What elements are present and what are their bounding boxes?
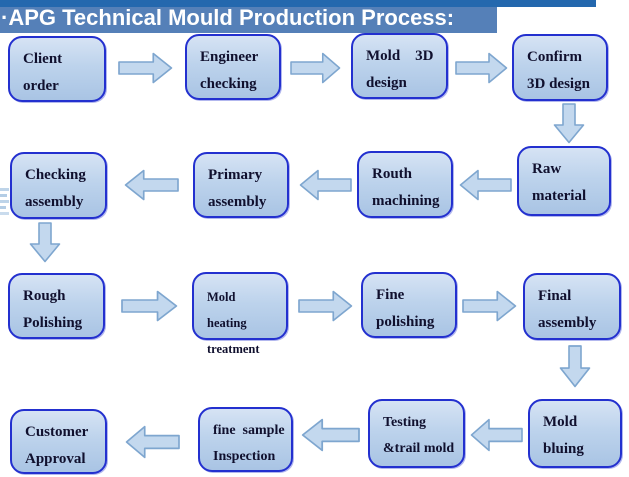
flow-node-confirm-3d-design: Confirm 3D design (512, 34, 608, 101)
watermark-fragment-icon (0, 188, 9, 215)
flow-node-routh-machining: Routh machining (357, 151, 453, 218)
right-arrow-icon (121, 290, 178, 322)
node-label: Primary assembly (208, 167, 267, 210)
right-arrow-icon (290, 52, 341, 84)
node-label: Client order (23, 51, 63, 94)
node-label: Mold 3D design (366, 48, 434, 91)
title-highlight-band (0, 7, 497, 33)
flow-node-mold-bluing: Mold bluing (528, 399, 622, 468)
flow-node-primary-assembly: Primary assembly (193, 152, 289, 218)
flow-node-testing-trail-mold: Testing &trail mold (368, 399, 465, 468)
node-label: fine sample Inspection (213, 423, 285, 464)
left-arrow-icon (459, 169, 512, 201)
left-arrow-icon (301, 418, 360, 452)
node-label: Rough Polishing (23, 288, 83, 331)
down-arrow-icon (29, 222, 61, 263)
flow-node-client-order: Client order (8, 36, 106, 102)
left-arrow-icon (125, 425, 180, 459)
right-arrow-icon (298, 290, 353, 322)
node-label: Checking assembly (25, 167, 86, 210)
node-label: Raw material (532, 161, 587, 204)
left-arrow-icon (124, 169, 179, 201)
left-arrow-icon (299, 169, 352, 201)
flow-node-customer-approval: Customer Approval (10, 409, 107, 474)
right-arrow-icon (455, 52, 508, 84)
node-label: Engineer checking (200, 49, 259, 92)
node-label: Confirm 3D design (527, 49, 590, 92)
down-arrow-icon (559, 345, 591, 388)
right-arrow-icon (118, 52, 173, 84)
right-arrow-icon (462, 290, 517, 322)
flow-node-raw-material: Raw material (517, 146, 611, 216)
flow-node-checking-assembly: Checking assembly (10, 152, 107, 219)
flow-node-mold-heating-treatment: Mold heating treatment (192, 272, 288, 356)
flow-node-engineer-checking: Engineer checking (185, 34, 281, 100)
title-top-strip (0, 0, 596, 7)
left-arrow-icon (470, 418, 523, 452)
page-title: ·APG Technical Mould Production Process: (1, 5, 455, 30)
down-arrow-icon (553, 103, 585, 144)
node-label: Routh machining (372, 166, 440, 209)
flow-node-final-assembly: Final assembly (523, 273, 621, 340)
node-label: Fine polishing (376, 287, 435, 330)
flow-node-fine-polishing: Fine polishing (361, 272, 457, 338)
flow-node-mold-3d-design: Mold 3D design (351, 33, 448, 99)
node-label: Mold bluing (543, 414, 584, 457)
flow-node-fine-sample-inspection: fine sample Inspection (198, 407, 293, 472)
node-label: Final assembly (538, 288, 597, 331)
flow-node-rough-polishing: Rough Polishing (8, 273, 105, 339)
node-label: Mold heating treatment (207, 290, 260, 356)
node-label: Customer Approval (25, 424, 89, 467)
node-label: Testing &trail mold (383, 415, 455, 456)
